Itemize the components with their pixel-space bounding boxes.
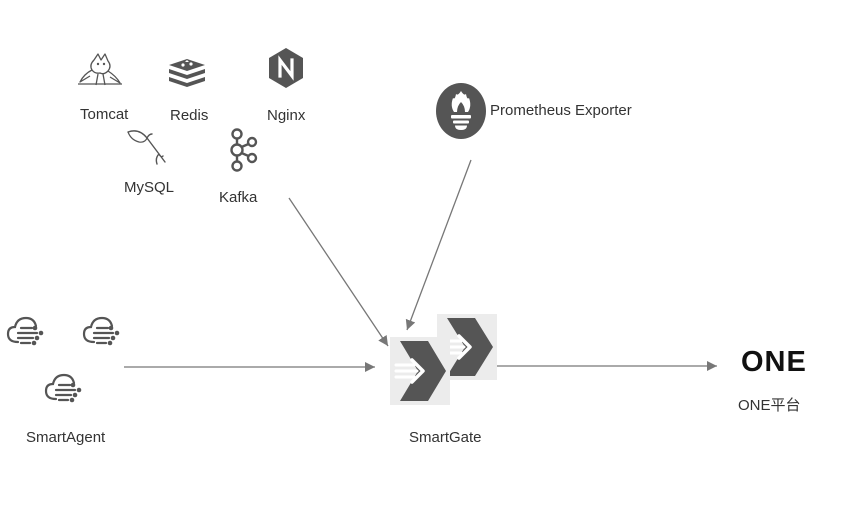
cloud-agent-icon xyxy=(44,373,82,403)
prometheus-label: Prometheus Exporter xyxy=(490,102,632,119)
kafka-label: Kafka xyxy=(219,189,258,206)
cloud-agent-icon xyxy=(6,316,44,346)
cloud-agent-icon xyxy=(82,316,120,346)
smartgate-label: SmartGate xyxy=(409,429,482,446)
kafka-icon xyxy=(230,128,258,172)
arrow-sources-to-smartgate xyxy=(288,197,389,347)
redis-label: Redis xyxy=(170,107,209,124)
arrow-prometheus-to-smartgate xyxy=(405,159,472,331)
smartgate-icon xyxy=(390,337,450,405)
mysql-icon xyxy=(127,130,166,165)
prometheus-icon xyxy=(436,83,486,139)
tomcat-label: Tomcat xyxy=(80,106,129,123)
one-logo: ONE xyxy=(741,346,807,378)
one-platform-label: ONE平台 xyxy=(738,397,801,414)
redis-icon xyxy=(169,59,205,87)
nginx-icon xyxy=(269,48,303,88)
mysql-label: MySQL xyxy=(124,179,175,196)
tomcat-icon xyxy=(78,53,122,86)
nginx-label: Nginx xyxy=(267,107,306,124)
smartagent-label: SmartAgent xyxy=(26,429,106,446)
